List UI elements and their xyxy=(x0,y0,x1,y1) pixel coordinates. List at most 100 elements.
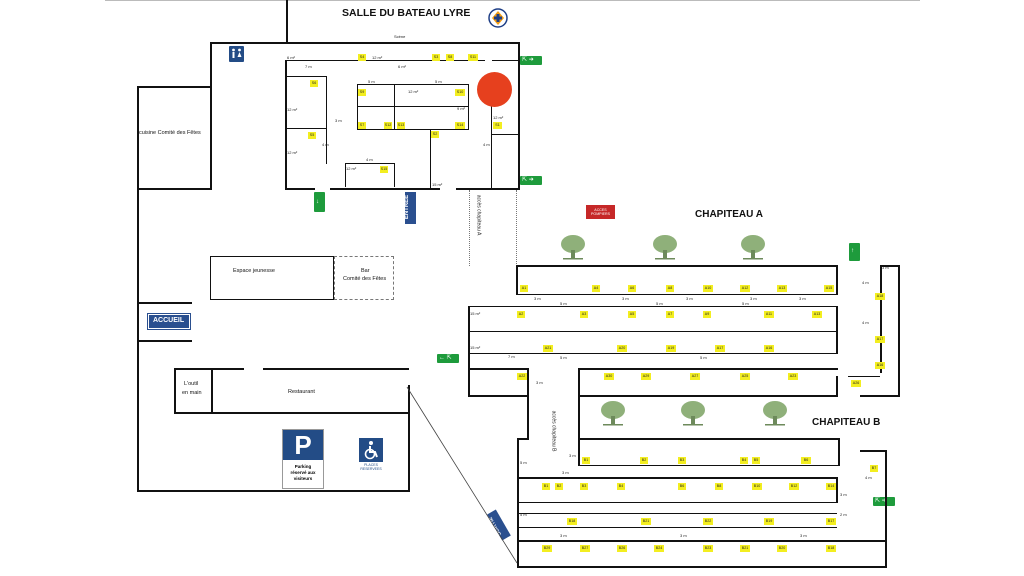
stand: B2 xyxy=(640,457,648,464)
first-aid-logo-icon xyxy=(488,8,508,28)
tree-icon xyxy=(653,235,677,260)
stand: B18 xyxy=(567,518,577,525)
stand: A30 xyxy=(604,373,614,380)
stand: B5 xyxy=(752,457,760,464)
stand: B4 xyxy=(617,483,625,490)
stand: A16 xyxy=(764,345,774,352)
stand: A3 xyxy=(580,311,588,318)
stand: A18 xyxy=(875,293,885,300)
stand: A8 xyxy=(666,285,674,292)
acces-pompiers-sign: ACCES POMPIERS xyxy=(586,205,615,219)
toilet-icon xyxy=(229,46,244,62)
stand: B6 xyxy=(801,457,811,464)
stand: A11 xyxy=(764,311,774,318)
stand: B3 xyxy=(580,483,588,490)
stand: A13 xyxy=(777,285,787,292)
stand: A19 xyxy=(666,345,676,352)
stand: A17 xyxy=(715,345,725,352)
outil-label: L'outil xyxy=(184,381,199,387)
espace-jeunesse-label: Espace jeunesse xyxy=(233,268,275,274)
kitchen-label: cuisine Comité des Fêtes xyxy=(139,130,201,136)
stand: A7 xyxy=(666,311,674,318)
tree-icon xyxy=(561,235,585,260)
stand: B8 xyxy=(715,483,723,490)
stand: A23 xyxy=(788,373,798,380)
stand: B21 xyxy=(740,545,750,552)
stand: B7 xyxy=(870,465,878,472)
exit-sign-icon[interactable]: ⇱ ➜ xyxy=(520,176,542,185)
stand: B17 xyxy=(826,518,836,525)
stand: A9 xyxy=(703,311,711,318)
stand: S6 xyxy=(310,80,318,87)
espace-jeunesse-room xyxy=(210,256,334,300)
accueil-sign: ACCUEIL xyxy=(148,314,190,329)
stand: A20 xyxy=(617,345,627,352)
stand: S4 xyxy=(358,54,366,61)
acces-chapiteau-b-label: accès chapiteau B xyxy=(550,410,557,452)
stand: S5 xyxy=(308,132,316,139)
stand: B14 xyxy=(826,483,836,490)
stand: A4 xyxy=(592,285,600,292)
stand: A10 xyxy=(703,285,713,292)
chapiteau-a-title: CHAPITEAU A xyxy=(695,209,763,220)
exit-sign-icon[interactable]: ⇱ ➜ xyxy=(873,497,895,506)
tree-row-a xyxy=(561,235,765,260)
stand: B20 xyxy=(777,545,787,552)
stand: B18 xyxy=(826,545,836,552)
wheelchair-icon: PLACES RESERVEES xyxy=(359,438,383,472)
stand: S11 xyxy=(468,54,478,61)
tree-icon xyxy=(763,401,787,426)
stand: B4 xyxy=(740,457,748,464)
stand: B19 xyxy=(764,518,774,525)
stand: B23 xyxy=(703,545,713,552)
stand: S8 xyxy=(446,54,454,61)
stand: A12 xyxy=(740,285,750,292)
stand: S2 xyxy=(431,131,439,138)
stand: A21 xyxy=(543,345,553,352)
entree-sign: ENTREE xyxy=(404,192,416,224)
page-title: SALLE DU BATEAU LYRE xyxy=(342,7,471,19)
stand: B1 xyxy=(542,483,550,490)
stand: B26 xyxy=(617,545,627,552)
bar-label-2: Comité des Fêtes xyxy=(343,276,387,282)
stand: B29 xyxy=(542,545,552,552)
stand: S9 xyxy=(358,89,366,96)
stand: A29 xyxy=(641,373,651,380)
exit-sign-icon[interactable]: ↑ xyxy=(849,243,860,261)
acces-chapiteau-a-label: accès chapiteau A xyxy=(475,194,482,236)
stage-label: Scène xyxy=(394,34,406,39)
stand: B10 xyxy=(752,483,762,490)
stand: B2 xyxy=(555,483,563,490)
stand: B22 xyxy=(703,518,713,525)
stand: S14 xyxy=(455,122,465,129)
stand: B27 xyxy=(580,545,590,552)
fire-point-marker xyxy=(477,72,512,107)
stand: B3 xyxy=(678,457,686,464)
stand: A16 xyxy=(875,362,885,369)
exit-sign-icon[interactable]: ⇱ ➜ xyxy=(520,56,542,65)
stand: A5 xyxy=(628,311,636,318)
stand: A1 xyxy=(520,285,528,292)
chapiteau-b-title: CHAPITEAU B xyxy=(812,417,881,428)
stand: A13 xyxy=(812,311,822,318)
tree-icon xyxy=(741,235,765,260)
stand: B21 xyxy=(641,518,651,525)
stand: S12 xyxy=(384,122,392,129)
stand: A27 xyxy=(690,373,700,380)
stand: A6 xyxy=(628,285,636,292)
stand: S15 xyxy=(380,166,388,173)
tree-row-b xyxy=(601,401,787,426)
outil-label-2: en main xyxy=(182,390,202,396)
tree-icon xyxy=(601,401,625,426)
exit-sign-icon[interactable]: ↓ xyxy=(314,192,325,212)
connector-line xyxy=(406,386,518,564)
parking-icon: P xyxy=(283,430,323,460)
top-border xyxy=(105,0,920,1)
stand: B24 xyxy=(654,545,664,552)
exit-sign-icon[interactable]: ← ⇱ xyxy=(437,354,459,363)
stand: S7 xyxy=(358,122,366,129)
stand: B1 xyxy=(582,457,590,464)
bar-label: Bar xyxy=(361,268,370,274)
stand: B12 xyxy=(789,483,799,490)
stand: S1 xyxy=(493,122,502,129)
